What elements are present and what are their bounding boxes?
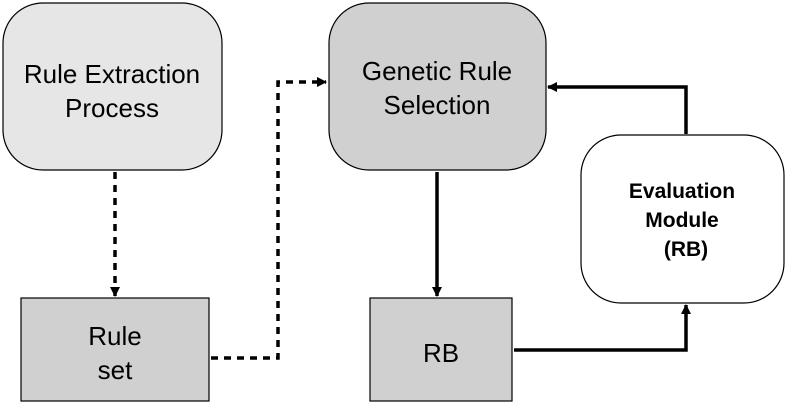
node-genetic-rule-selection-label-line2: Selection [384,90,491,120]
node-rb-label: RB [423,338,459,368]
edge-evaluation-to-genetic-selection [547,82,688,134]
node-genetic-rule-selection: Genetic Rule Selection [328,2,547,171]
node-genetic-rule-selection-label-line1: Genetic Rule [362,56,512,86]
node-rb-shape [369,297,513,402]
node-evaluation-module-label-line1: Evaluation [629,180,735,203]
node-rule-set-label-line2: set [98,355,133,385]
node-rb: RB [369,297,513,402]
node-evaluation-module: Evaluation Module (RB) [580,134,785,304]
node-evaluation-module-label-line2: Module [645,209,719,232]
node-rule-extraction-process: Rule Extraction Process [2,2,223,171]
node-evaluation-module-shape [580,134,785,304]
node-genetic-rule-selection-shape [328,2,547,171]
node-rule-set-shape [20,297,210,402]
node-rule-set: Rule set [20,297,210,402]
node-rule-set-label-line1: Rule [88,321,141,351]
edge-rb-to-evaluation [514,304,691,352]
node-rule-extraction-shape [2,2,223,171]
node-rule-extraction-label-line2: Process [65,93,159,123]
edge-ruleset-to-genetic-selection [211,77,327,360]
node-rule-extraction-label-line1: Rule Extraction [24,59,200,89]
node-evaluation-module-label-line3: (RB) [664,238,708,261]
